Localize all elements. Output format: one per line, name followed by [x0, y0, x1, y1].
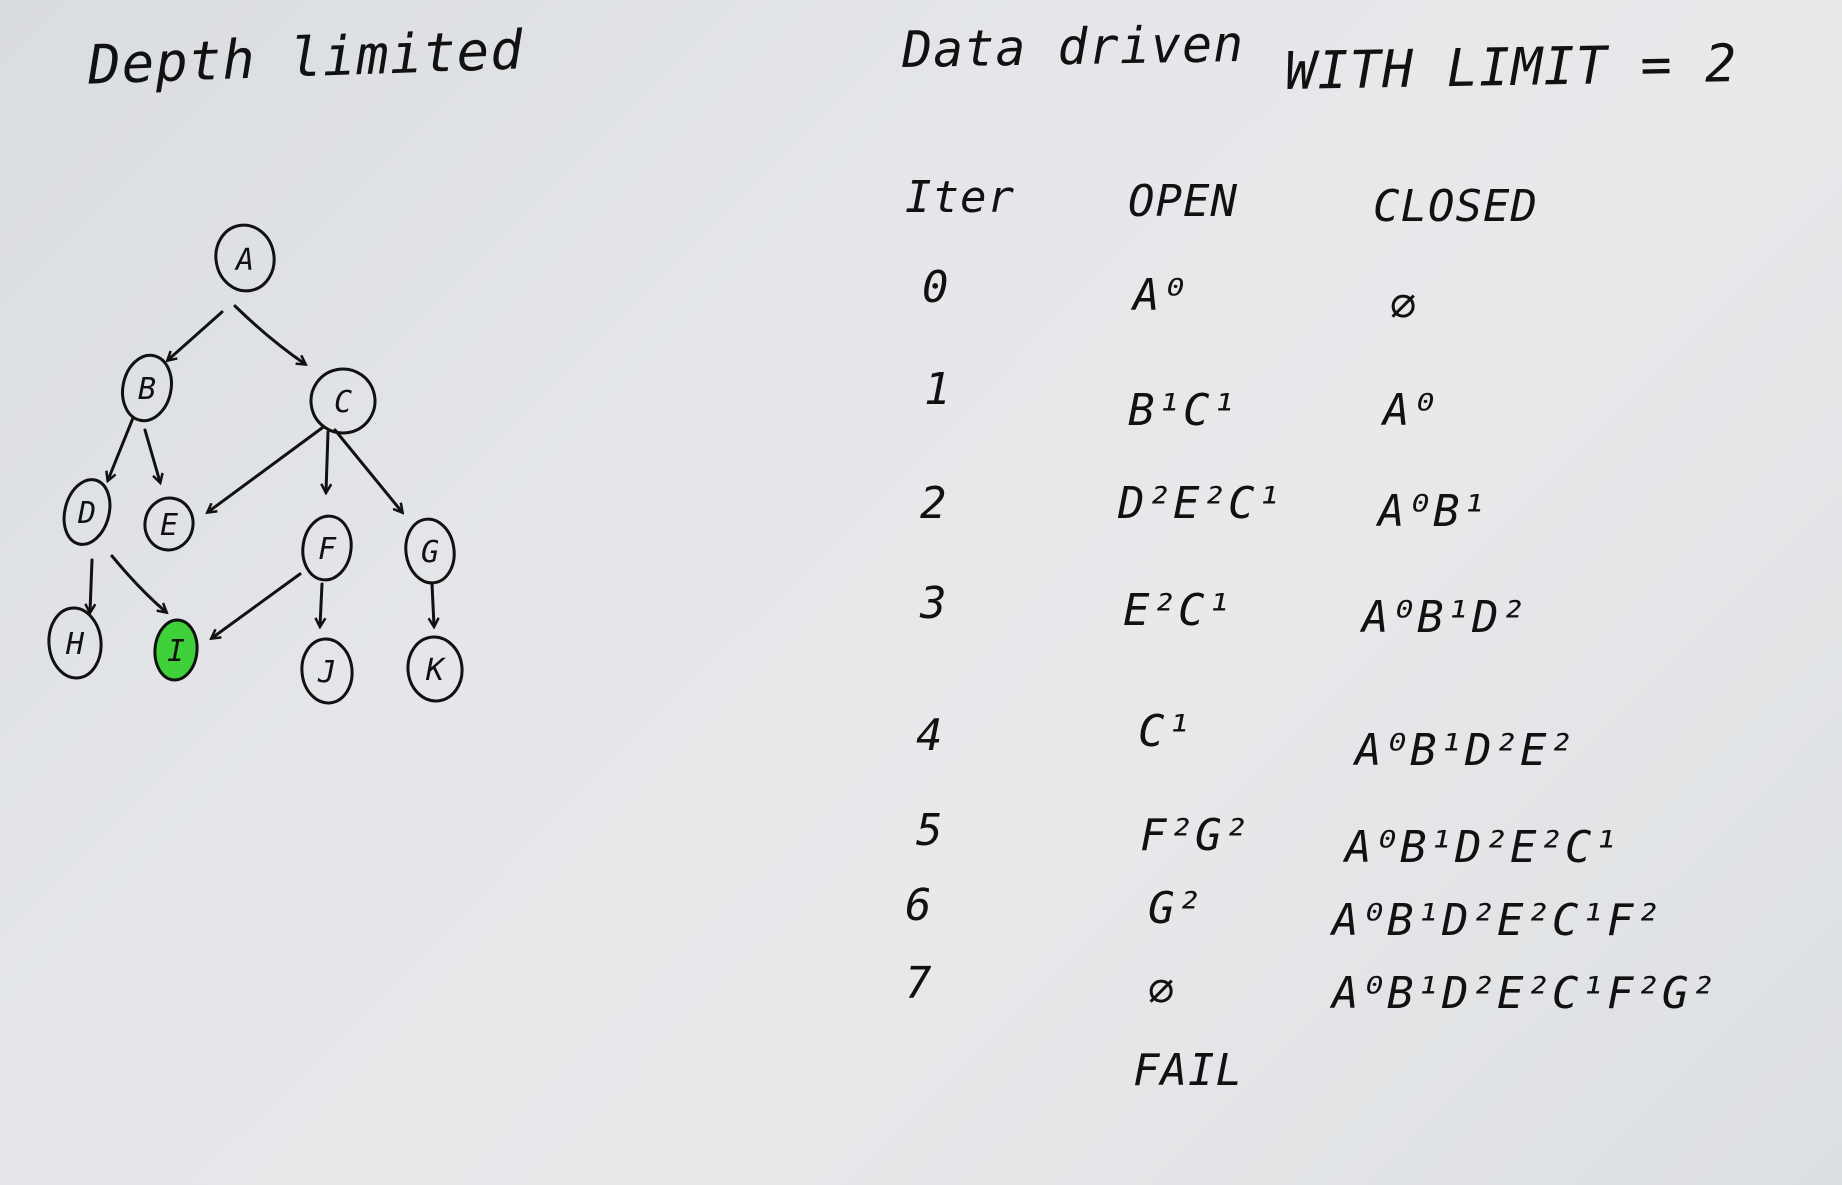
- node-h: H: [47, 606, 103, 680]
- svg-text:E: E: [160, 508, 178, 543]
- row-3-iter: 3: [920, 578, 948, 629]
- row-0-iter: 0: [922, 262, 950, 313]
- row-4-open: C¹: [1138, 706, 1193, 757]
- edge-c-g: [333, 428, 402, 512]
- edge-f-i: [212, 572, 302, 638]
- node-g: G: [404, 517, 456, 585]
- row-6-open: G²: [1148, 883, 1203, 934]
- row-2-open: D²E²C¹: [1118, 478, 1283, 529]
- node-a: A: [214, 223, 276, 293]
- row-2-closed: A⁰B¹: [1378, 486, 1488, 537]
- row-4-iter: 4: [916, 710, 944, 761]
- row-7-open: ∅: [1148, 965, 1176, 1016]
- edge-b-d: [108, 416, 135, 480]
- row-4-closed: A⁰B¹D²E²: [1355, 725, 1575, 776]
- svg-text:B: B: [138, 372, 156, 407]
- header-open: OPEN: [1128, 176, 1238, 227]
- title-data-driven: Data driven: [901, 15, 1245, 79]
- node-j: J: [300, 637, 354, 705]
- search-tree: A B C D E F G H: [47, 223, 464, 705]
- node-f: F: [301, 514, 353, 582]
- row-1-open: B¹C¹: [1128, 385, 1238, 436]
- svg-text:D: D: [77, 496, 96, 531]
- row-5-iter: 5: [916, 805, 944, 856]
- svg-text:G: G: [421, 535, 439, 570]
- svg-text:F: F: [318, 532, 337, 567]
- edge-g-k: [432, 582, 434, 626]
- edge-c-f: [326, 430, 328, 492]
- row-5-open: F²G²: [1140, 810, 1250, 861]
- node-d: D: [62, 478, 112, 546]
- node-b: B: [121, 353, 173, 423]
- svg-text:K: K: [425, 653, 446, 688]
- row-0-open: A⁰: [1133, 270, 1188, 321]
- svg-text:H: H: [65, 627, 85, 662]
- edge-d-h: [90, 558, 92, 612]
- node-k: K: [406, 635, 464, 703]
- svg-text:J: J: [317, 655, 336, 690]
- row-6-closed: A⁰B¹D²E²C¹F²: [1332, 895, 1662, 946]
- svg-text:I: I: [167, 634, 185, 669]
- row-5-closed: A⁰B¹D²E²C¹: [1345, 822, 1620, 873]
- edge-c-e: [208, 426, 324, 512]
- node-e: E: [143, 496, 195, 552]
- row-3-open: E²C¹: [1123, 585, 1233, 636]
- row-7-iter: 7: [905, 958, 933, 1009]
- header-iter: Iter: [905, 172, 1015, 223]
- result-fail: FAIL: [1133, 1045, 1243, 1096]
- row-1-iter: 1: [924, 364, 952, 415]
- header-closed: CLOSED: [1373, 181, 1538, 232]
- edge-d-i: [110, 554, 166, 612]
- row-2-iter: 2: [920, 478, 948, 529]
- row-1-closed: A⁰: [1383, 385, 1438, 436]
- node-c: C: [309, 367, 377, 435]
- row-3-closed: A⁰B¹D²: [1362, 592, 1527, 643]
- node-i-goal: I: [153, 618, 199, 682]
- edge-a-c: [233, 304, 305, 364]
- row-6-iter: 6: [905, 880, 933, 931]
- edge-f-j: [320, 582, 322, 626]
- svg-text:A: A: [234, 243, 254, 278]
- svg-text:C: C: [334, 385, 352, 420]
- edge-b-e: [143, 428, 160, 482]
- row-0-closed: ∅: [1390, 280, 1418, 331]
- title-limit: WITH LIMIT = 2: [1284, 34, 1738, 102]
- edge-a-b: [168, 310, 224, 360]
- row-7-closed: A⁰B¹D²E²C¹F²G²: [1332, 968, 1717, 1019]
